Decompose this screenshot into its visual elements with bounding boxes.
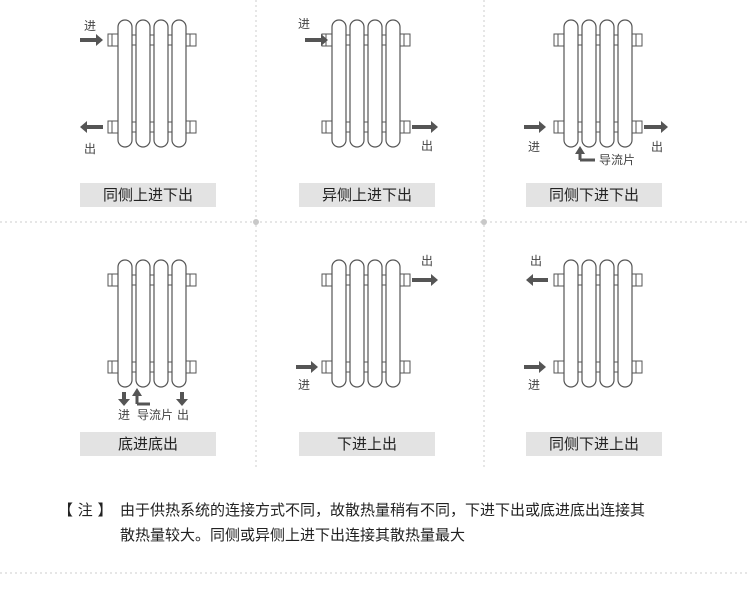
radiator-column-2-0 (563, 19, 579, 148)
stub-left-5-0 (553, 273, 565, 287)
stub-left-3-1 (107, 360, 119, 374)
radiator-column-5-0 (563, 259, 579, 388)
radiator-column-0-3 (171, 19, 187, 148)
radiator-column-0-0 (117, 19, 133, 148)
radiator-column-1-0 (331, 19, 347, 148)
stub-right-0-0 (185, 33, 197, 47)
radiator-column-5-1 (581, 259, 597, 388)
label-in-2: 进 (528, 140, 540, 154)
arrow-out-2-head (661, 121, 668, 133)
arrow-in-3-head (118, 399, 130, 406)
stub-right-2-0 (631, 33, 643, 47)
caption-same-side-top-in-bottom-out: 同侧上进下出 (80, 183, 216, 207)
caption-opposite-side-top-in-bottom-out: 异侧上进下出 (299, 183, 435, 207)
label-deflector-2: 导流片 (599, 153, 635, 167)
label-out-3: 出 (177, 408, 189, 422)
radiator-column-1-3 (385, 19, 401, 148)
radiator-column-3-0 (117, 259, 133, 388)
divider-dot-left (253, 219, 259, 225)
caption-bottom-in-bottom-out: 底进底出 (80, 432, 216, 456)
radiator-column-5-2 (599, 259, 615, 388)
label-in-0: 进 (84, 19, 96, 33)
label-out-5: 出 (530, 254, 542, 268)
stub-left-0-0 (107, 33, 119, 47)
deflector-head-3 (132, 388, 142, 396)
stub-right-3-0 (185, 273, 197, 287)
divider-dot-right (481, 219, 487, 225)
label-out-4: 出 (421, 254, 433, 268)
stub-right-0-1 (185, 120, 197, 134)
stub-left-0-1 (107, 120, 119, 134)
stub-right-3-1 (185, 360, 197, 374)
arrow-in-1-head (321, 34, 328, 46)
label-in-3: 进 (118, 408, 130, 422)
deflector-3 (135, 395, 150, 406)
arrow-out-1-head (431, 121, 438, 133)
stub-right-1-1 (399, 120, 411, 134)
radiator-column-4-3 (385, 259, 401, 388)
note-text-1: 由于供热系统的连接方式不同，故散热量稍有不同，下进下出或底进底出连接其 (120, 501, 646, 519)
radiator-column-3-2 (153, 259, 169, 388)
arrow-in-5-head (539, 361, 546, 373)
note-block: 【 注 】由于供热系统的连接方式不同，故散热量稍有不同，下进下出或底进底出连接其… (58, 498, 698, 548)
note-tag: 【 注 】 (58, 501, 113, 519)
arrow-in-2-head (539, 121, 546, 133)
stub-left-1-1 (321, 120, 333, 134)
note-line-2: 散热量较大。同侧或异侧上进下出连接其散热量最大 (58, 523, 698, 548)
arrow-in-0-head (96, 34, 103, 46)
radiator-column-5-3 (617, 259, 633, 388)
radiator-column-2-3 (617, 19, 633, 148)
stub-right-1-0 (399, 33, 411, 47)
label-in-5: 进 (528, 378, 540, 392)
stub-left-3-0 (107, 273, 119, 287)
radiator-column-3-3 (171, 259, 187, 388)
stub-left-4-0 (321, 273, 333, 287)
stub-right-5-0 (631, 273, 643, 287)
caption-same-side-bottom-in-bottom-out: 同侧下进下出 (526, 183, 662, 207)
stub-left-2-0 (553, 33, 565, 47)
arrow-in-4-head (311, 361, 318, 373)
label-out-2: 出 (651, 140, 663, 154)
caption-same-side-bottom-in-top-out: 同侧下进上出 (526, 432, 662, 456)
radiator-column-1-1 (349, 19, 365, 148)
note-text-2: 散热量较大。同侧或异侧上进下出连接其散热量最大 (120, 526, 466, 544)
radiator-column-0-2 (153, 19, 169, 148)
stub-left-2-1 (553, 120, 565, 134)
label-in-4: 进 (298, 378, 310, 392)
stub-left-4-1 (321, 360, 333, 374)
radiator-column-2-1 (581, 19, 597, 148)
arrow-out-3-head (176, 399, 188, 406)
radiator-column-2-2 (599, 19, 615, 148)
radiator-column-4-1 (349, 259, 365, 388)
radiator-column-1-2 (367, 19, 383, 148)
stub-right-4-1 (399, 360, 411, 374)
label-out-1: 出 (421, 139, 433, 153)
caption-bottom-in-top-out: 下进上出 (299, 432, 435, 456)
arrow-out-4-head (431, 274, 438, 286)
radiator-column-4-0 (331, 259, 347, 388)
arrow-out-0-head (80, 121, 87, 133)
radiator-column-0-1 (135, 19, 151, 148)
stub-right-5-1 (631, 360, 643, 374)
radiator-column-3-1 (135, 259, 151, 388)
label-deflector-3: 导流片 (137, 408, 173, 422)
stub-right-2-1 (631, 120, 643, 134)
arrow-out-5-head (526, 274, 533, 286)
note-line-1: 【 注 】由于供热系统的连接方式不同，故散热量稍有不同，下进下出或底进底出连接其 (58, 498, 698, 523)
deflector-head-2 (575, 146, 585, 154)
label-out-0: 出 (84, 142, 96, 156)
stub-left-5-1 (553, 360, 565, 374)
stub-right-4-0 (399, 273, 411, 287)
radiator-column-4-2 (367, 259, 383, 388)
label-in-1: 进 (298, 17, 310, 31)
